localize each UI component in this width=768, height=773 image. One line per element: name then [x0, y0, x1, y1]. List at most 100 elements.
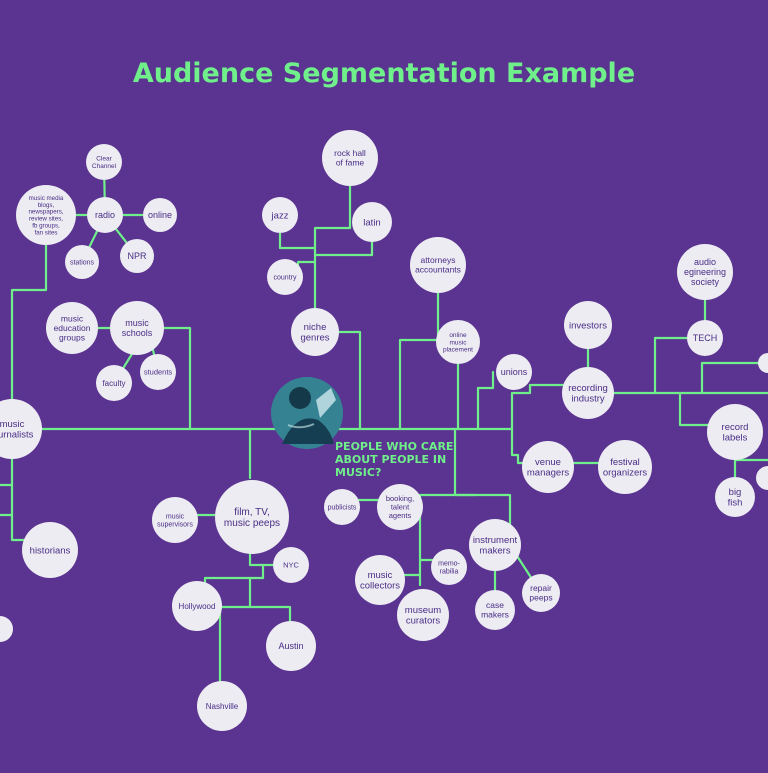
node-label: country [274, 274, 297, 281]
node-tech: TECH [687, 320, 723, 356]
node-circle [16, 185, 76, 245]
node-circle [436, 320, 480, 364]
node-label: unions [501, 367, 528, 377]
node-label: faculty [102, 379, 125, 388]
node-label: stations [70, 259, 95, 266]
node-circle [86, 144, 122, 180]
node-memorabilia: memo-rabilia [431, 549, 467, 585]
node-label: investors [569, 320, 607, 331]
node-circle [96, 365, 132, 401]
node-circle [410, 237, 466, 293]
center-portrait-image [271, 377, 343, 449]
edge-node-partial [756, 466, 768, 490]
node-circle [87, 197, 123, 233]
node-label: online [148, 210, 172, 220]
center-topic-label: PEOPLE WHO CARE ABOUT PEOPLE IN MUSIC? [335, 440, 454, 479]
node-circle [140, 354, 176, 390]
node-faculty: faculty [96, 365, 132, 401]
node-label: students [144, 368, 173, 377]
node-circle [0, 399, 42, 459]
node-circle [352, 202, 392, 242]
node-label: Nashville [206, 702, 239, 711]
node-unions: unions [496, 354, 532, 390]
node-circle [715, 477, 755, 517]
node-circle [475, 590, 515, 630]
edge-node-partial [758, 353, 768, 373]
node-circle [22, 522, 78, 578]
node-jazz: jazz [262, 197, 298, 233]
diagram-title: Audience Segmentation Example [132, 58, 636, 89]
node-label: Hollywood [179, 602, 216, 611]
node-label: NYC [283, 561, 299, 570]
node-investors: investors [564, 301, 612, 349]
node-circle [562, 367, 614, 419]
node-circle [197, 681, 247, 731]
node-circle [324, 489, 360, 525]
node-label: publicists [328, 504, 357, 511]
node-circle [431, 549, 467, 585]
node-nyc: NYC [273, 547, 309, 583]
node-stations: stations [65, 245, 99, 279]
node-label: radio [95, 210, 115, 220]
node-circle [377, 484, 423, 530]
node-circle [522, 574, 560, 612]
node-circle [46, 302, 98, 354]
node-film-tv: film, TV,music peeps [215, 480, 289, 554]
node-circle [215, 480, 289, 554]
node-publicists: publicists [324, 489, 360, 525]
node-circle [291, 308, 339, 356]
node-circle [355, 555, 405, 605]
node-nashville: Nashville [197, 681, 247, 731]
node-circle [266, 621, 316, 671]
node-label: NPR [127, 251, 147, 261]
node-label: Austin [278, 641, 303, 651]
node-label: historians [30, 545, 71, 556]
node-latin: latin [352, 202, 392, 242]
node-label: jazz [271, 210, 289, 221]
node-circle [172, 581, 222, 631]
node-label: TECH [693, 333, 718, 343]
node-students: students [140, 354, 176, 390]
node-circle [322, 130, 378, 186]
node-circle [397, 589, 449, 641]
node-circle [677, 244, 733, 300]
node-label: latin [363, 217, 380, 228]
